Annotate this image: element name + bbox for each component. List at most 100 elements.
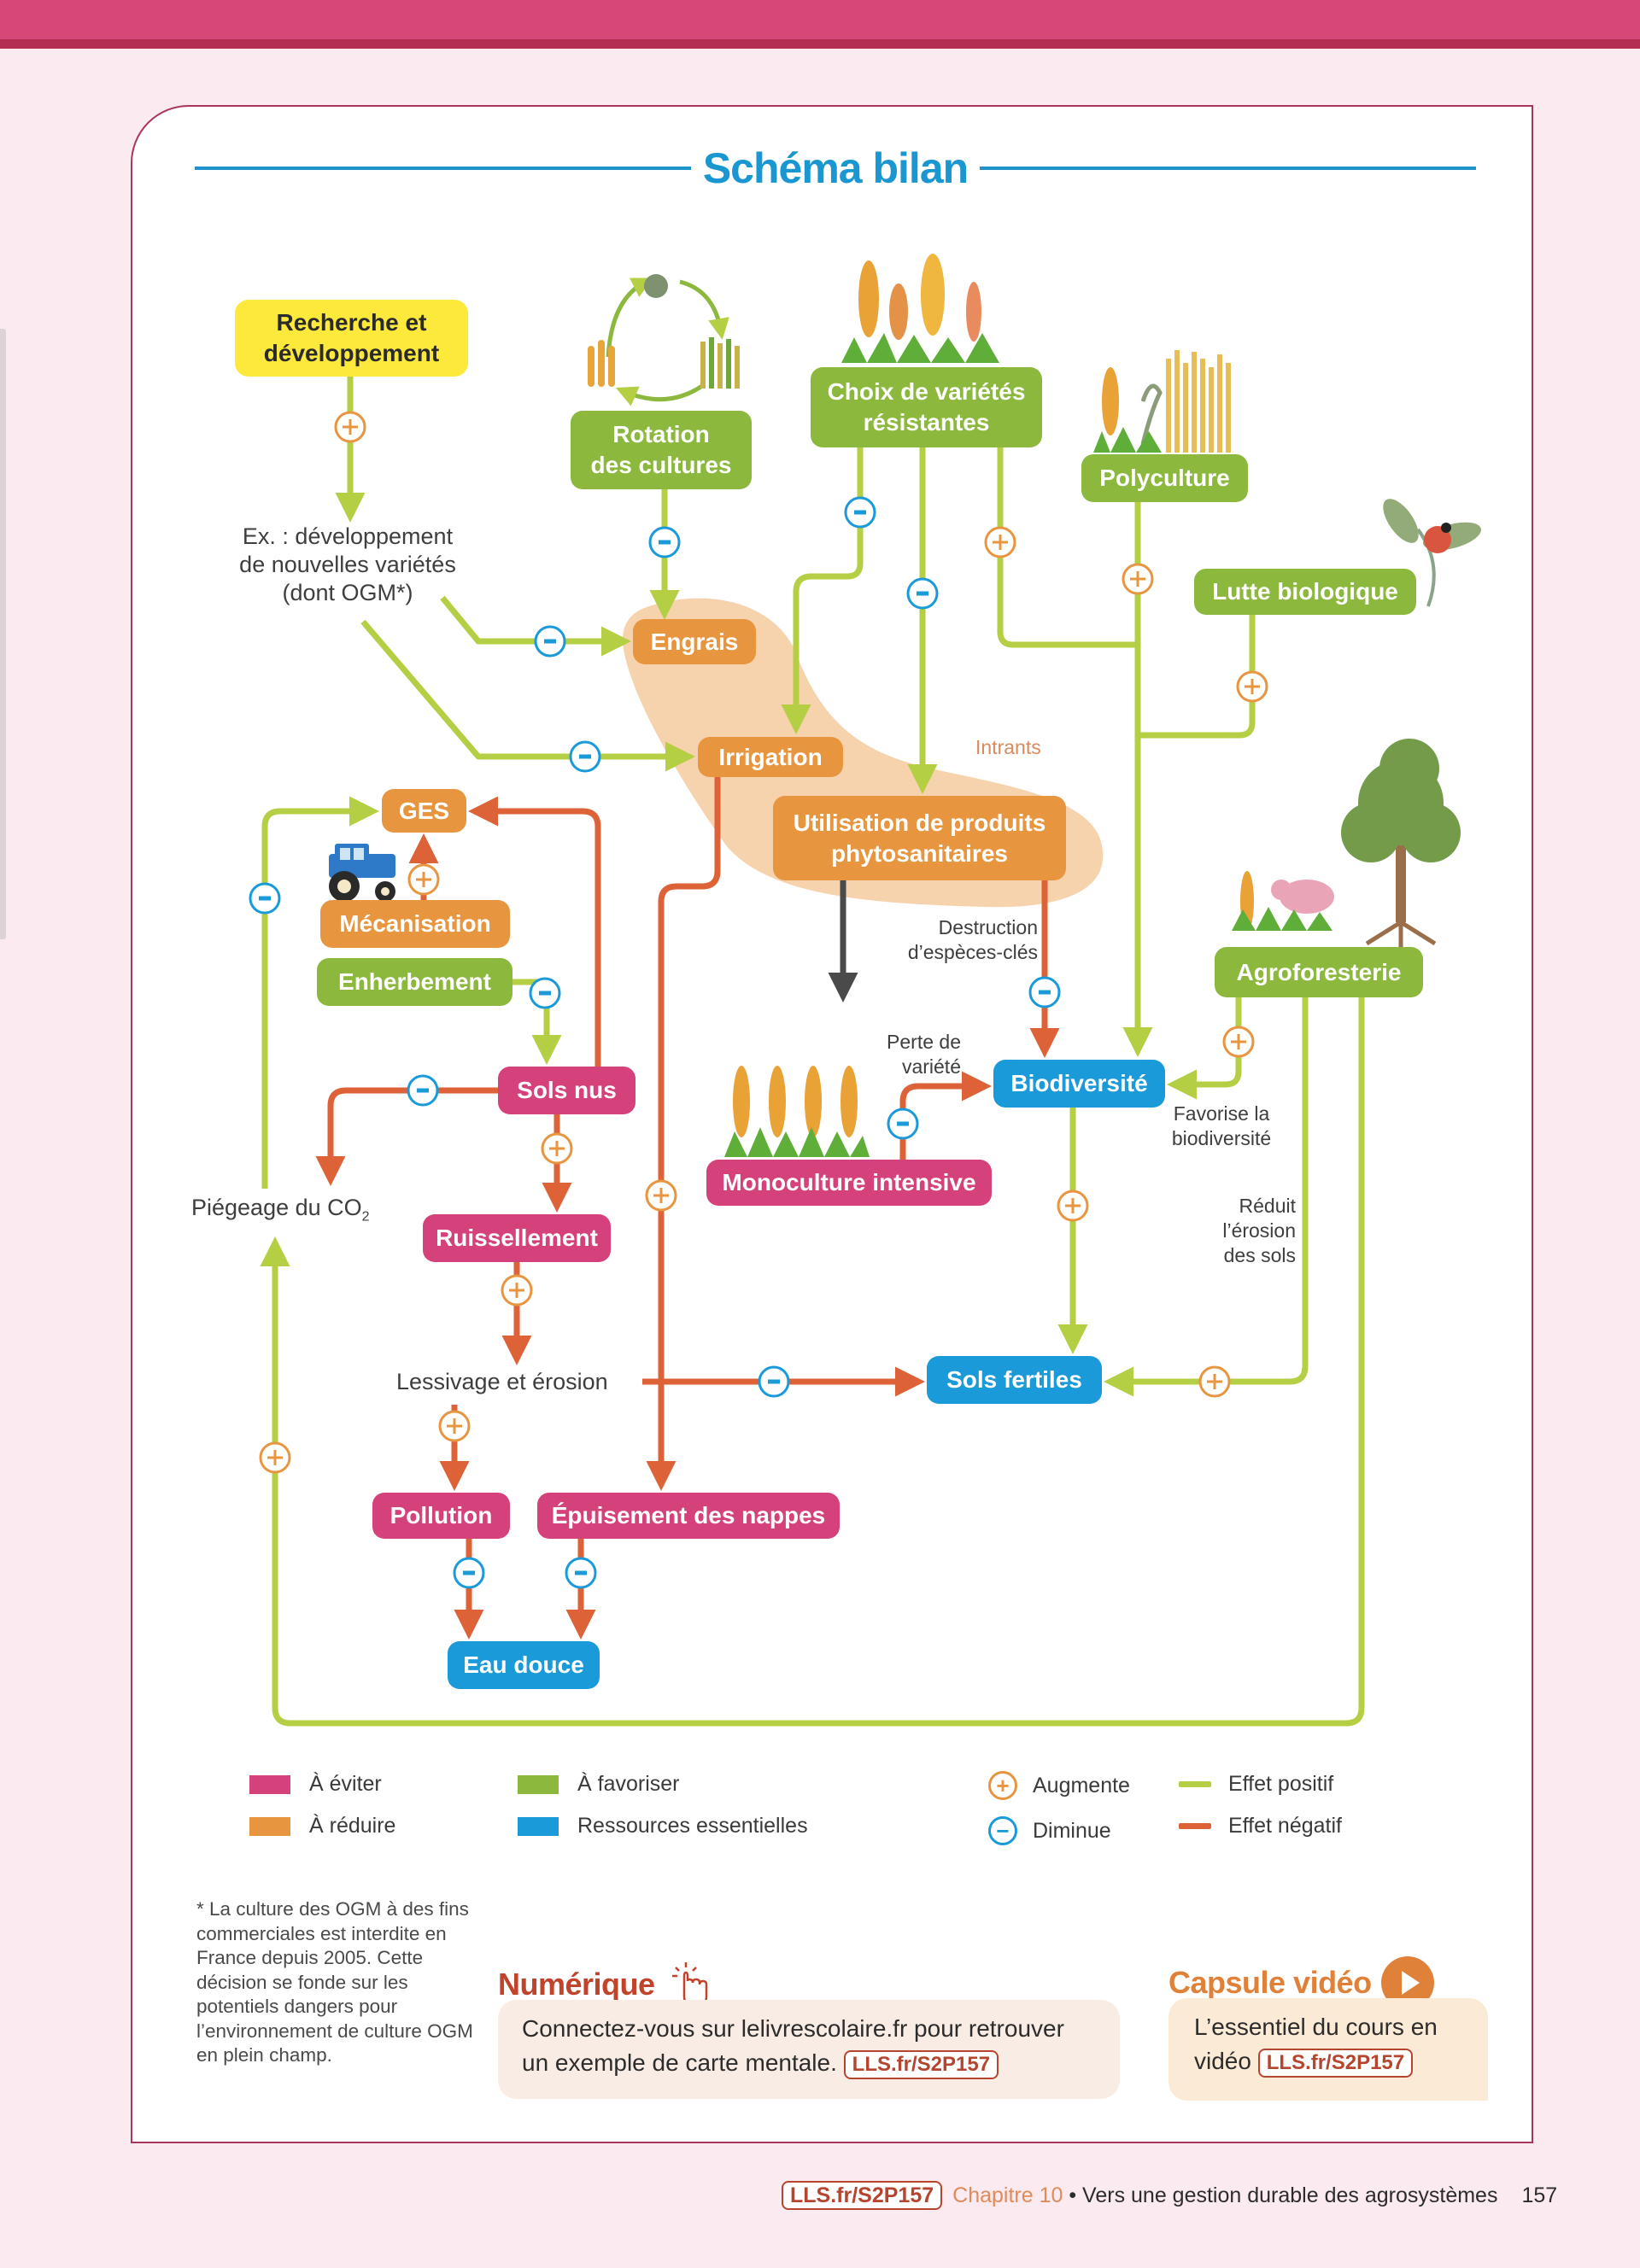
legend-label: Augmente xyxy=(1033,1773,1130,1797)
edge-exdev-engrais xyxy=(440,595,631,657)
node-sols-nus: Sols nus xyxy=(498,1067,636,1114)
node-engrais: Engrais xyxy=(633,619,756,664)
node-label: Agroforesterie xyxy=(1236,958,1402,985)
edge-monoculture-biodiv xyxy=(899,1071,992,1160)
play-icon[interactable] xyxy=(1380,1955,1435,2010)
label-favorise: Favorise la biodiversité xyxy=(1171,1102,1272,1149)
top-banner xyxy=(0,0,1640,39)
plus-glyph xyxy=(509,1283,524,1298)
ogm-footnote: * La culture des OGM à des fins commerci… xyxy=(196,1898,473,2066)
top-banner-strip xyxy=(0,39,1640,49)
node-label: Recherche et développement xyxy=(263,309,440,366)
numerique-box: Connectez-vous sur lelivrescolaire.fr po… xyxy=(498,2000,1120,2099)
plus-glyph xyxy=(1130,571,1145,587)
edge-choix-irrigation xyxy=(781,447,864,734)
numerique-link[interactable]: LLS.fr/S2P157 xyxy=(843,2050,999,2079)
edge-agro-biodiv xyxy=(1167,997,1242,1100)
minus-circle-icon: − xyxy=(988,1816,1017,1845)
numerique-text: Connectez-vous sur lelivrescolaire.fr po… xyxy=(522,2015,1064,2076)
node-label: GES xyxy=(398,797,450,824)
plus-glyph xyxy=(1065,1198,1081,1213)
legend-swatch-pink xyxy=(249,1774,290,1794)
label-reduit: Réduit l’érosion des sols xyxy=(1222,1195,1296,1266)
node-biodiversite: Biodiversité xyxy=(993,1060,1165,1108)
edge-exdev-irrigation xyxy=(360,619,695,772)
node-label: Engrais xyxy=(650,628,739,655)
numerique-heading: Numérique xyxy=(498,1959,713,2010)
legend-effet-positif: Effet positif xyxy=(1179,1772,1333,1797)
node-label: Monoculture intensive xyxy=(722,1169,976,1195)
node-mecanisation: Mécanisation xyxy=(320,900,510,948)
plus-glyph xyxy=(1245,679,1260,694)
node-eau-douce: Eau douce xyxy=(448,1641,600,1689)
node-ruissellement: Ruissellement xyxy=(423,1214,611,1262)
piegeage-text: Piégeage du CO xyxy=(191,1195,362,1220)
node-label: Mécanisation xyxy=(339,910,491,937)
legend-line-red xyxy=(1179,1823,1211,1829)
plus-glyph xyxy=(416,872,431,887)
label-piegeage: Piégeage du CO2 xyxy=(191,1194,370,1230)
legend-label: Diminue xyxy=(1033,1818,1111,1843)
node-monoculture: Monoculture intensive xyxy=(706,1160,992,1206)
legend-line-green xyxy=(1179,1781,1211,1787)
capsule-link[interactable]: LLS.fr/S2P157 xyxy=(1257,2049,1414,2078)
legend-effet-negatif: Effet négatif xyxy=(1179,1814,1342,1838)
numerique-title: Numérique xyxy=(498,1967,655,2002)
legend-swatch-orange xyxy=(249,1816,290,1836)
plus-glyph xyxy=(267,1450,283,1465)
footer-chapter-title: Vers une gestion durable des agrosystème… xyxy=(1082,2183,1498,2207)
ladybug-illustration xyxy=(1383,499,1482,607)
agroforestry-illustration xyxy=(1232,739,1461,948)
node-pollution: Pollution xyxy=(372,1493,510,1539)
plus-glyph xyxy=(549,1141,565,1156)
footer-chapter: Chapitre 10 xyxy=(952,2183,1063,2207)
legend-augmente: +Augmente xyxy=(988,1771,1130,1800)
plus-glyph xyxy=(993,535,1008,550)
legend-label: À favoriser xyxy=(577,1772,680,1796)
plus-glyph xyxy=(653,1188,669,1203)
node-lutte: Lutte biologique xyxy=(1194,569,1416,615)
legend-swatch-green xyxy=(518,1774,559,1794)
sign-markers xyxy=(249,411,1268,1589)
node-irrigation: Irrigation xyxy=(698,737,843,777)
footer-separator: • xyxy=(1063,2183,1083,2207)
label-destruction: Destruction d’espèces-clés xyxy=(907,916,1038,963)
title-block: Schéma bilan xyxy=(195,137,1476,200)
edge-solsnus-piegeage xyxy=(315,1087,498,1186)
node-agroforesterie: Agroforesterie xyxy=(1215,947,1423,997)
side-tab-shadow xyxy=(0,329,6,939)
label-perte: Perte de variété xyxy=(887,1031,961,1078)
node-label: Utilisation de produits phytosanitaires xyxy=(793,809,1046,867)
node-choix: Choix de variétés résistantes xyxy=(811,367,1042,447)
node-recherche: Recherche et développement xyxy=(235,300,468,377)
node-label: Biodiversité xyxy=(1010,1070,1148,1096)
edge-solsnus-ges xyxy=(468,796,601,1067)
plus-glyph xyxy=(447,1418,462,1434)
legend-swatch-blue xyxy=(518,1816,559,1836)
node-sols-fertiles: Sols fertiles xyxy=(927,1356,1102,1404)
legend-label: Ressources essentielles xyxy=(577,1814,808,1838)
tractor-illustration xyxy=(329,844,395,902)
legend-label: Effet négatif xyxy=(1228,1814,1342,1838)
edge-irrigation-epuisement xyxy=(646,777,721,1491)
node-label: Lutte biologique xyxy=(1212,578,1398,605)
node-label: Rotation des cultures xyxy=(590,421,732,478)
title-rule-right xyxy=(980,167,1476,170)
edge-piegeage-ges xyxy=(261,796,379,1189)
monoculture-illustration xyxy=(724,1066,870,1157)
plus-glyph xyxy=(1231,1034,1246,1049)
node-label: Choix de variétés résistantes xyxy=(827,378,1026,435)
page-title: Schéma bilan xyxy=(702,144,969,192)
node-enherbement: Enherbement xyxy=(317,958,512,1006)
plus-glyph xyxy=(1207,1374,1222,1389)
piegeage-subscript: 2 xyxy=(361,1209,370,1225)
legend-label: Effet positif xyxy=(1228,1772,1334,1796)
capsule-heading: Capsule vidéo xyxy=(1168,1955,1435,2010)
legend-a-reduire: À réduire xyxy=(249,1814,395,1838)
node-utilisation: Utilisation de produits phytosanitaires xyxy=(773,796,1066,880)
footer-link[interactable]: LLS.fr/S2P157 xyxy=(782,2181,943,2210)
node-polyculture: Polyculture xyxy=(1081,454,1248,502)
legend-label: À réduire xyxy=(309,1814,396,1838)
edge-choix-biodiv xyxy=(997,447,1138,648)
node-epuisement: Épuisement des nappes xyxy=(537,1493,840,1539)
